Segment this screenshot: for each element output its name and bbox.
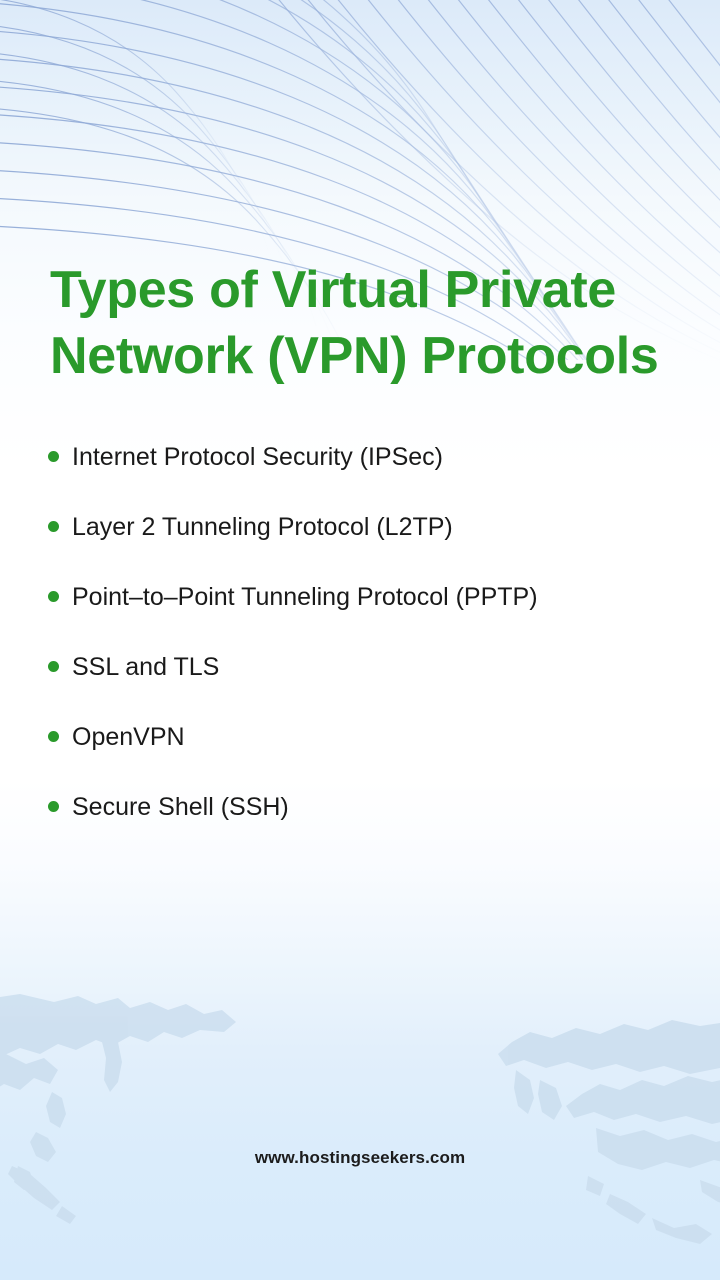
list-item-label: SSL and TLS xyxy=(72,653,220,681)
list-item: Layer 2 Tunneling Protocol (L2TP) xyxy=(48,512,688,582)
bullet-dot-icon xyxy=(48,801,59,812)
bullet-dot-icon xyxy=(48,661,59,672)
list-item: SSL and TLS xyxy=(48,652,688,722)
list-item-label: Point–to–Point Tunneling Protocol (PPTP) xyxy=(72,583,538,611)
bullet-dot-icon xyxy=(48,591,59,602)
list-item-label: Internet Protocol Security (IPSec) xyxy=(72,443,443,471)
page-title: Types of Virtual Private Network (VPN) P… xyxy=(50,260,659,385)
list-item-label: OpenVPN xyxy=(72,723,185,751)
list-item: Internet Protocol Security (IPSec) xyxy=(48,442,688,512)
list-item-label: Secure Shell (SSH) xyxy=(72,793,289,821)
protocol-list: Internet Protocol Security (IPSec) Layer… xyxy=(48,442,688,862)
bullet-dot-icon xyxy=(48,521,59,532)
list-item: OpenVPN xyxy=(48,722,688,792)
list-item-label: Layer 2 Tunneling Protocol (L2TP) xyxy=(72,513,453,541)
list-item: Secure Shell (SSH) xyxy=(48,792,688,862)
footer-website-url: www.hostingseekers.com xyxy=(254,1148,466,1167)
list-item: Point–to–Point Tunneling Protocol (PPTP) xyxy=(48,582,688,652)
bullet-dot-icon xyxy=(48,451,59,462)
bullet-dot-icon xyxy=(48,731,59,742)
